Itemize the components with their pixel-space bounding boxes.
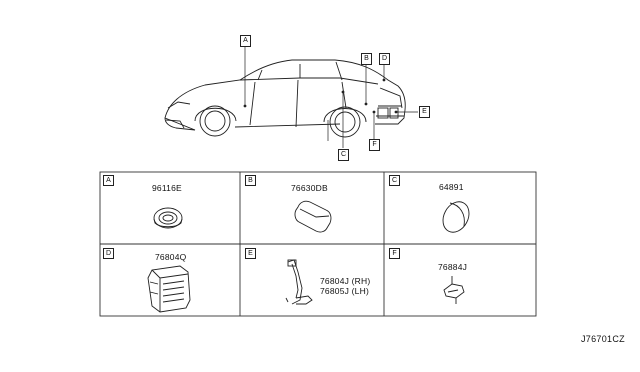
callout-f: F [369, 139, 380, 151]
part-number-76804J-rh: 76804J (RH) [320, 276, 371, 286]
callout-d: D [379, 53, 390, 65]
panel-a-letter: A [103, 175, 114, 186]
panel-f-letter: F [389, 248, 400, 259]
part-number-76804Q: 76804Q [155, 252, 187, 262]
harness-76804J-drawing [285, 259, 313, 305]
part-number-96116E: 96116E [152, 183, 182, 193]
panel-e-letter: E [245, 248, 256, 259]
leader-dots [243, 78, 398, 114]
vent-76804Q-drawing [147, 265, 191, 313]
callout-a: A [240, 35, 251, 47]
diagram-reference-code: J76701CZ [581, 334, 625, 344]
grommet-96116E-drawing [153, 207, 183, 229]
seal-76630DB-drawing [294, 200, 332, 233]
callout-c: C [338, 149, 349, 161]
callout-b: B [361, 53, 372, 65]
car-outline [164, 59, 406, 138]
part-number-76630DB: 76630DB [291, 183, 328, 193]
clip-76884J-drawing [443, 276, 465, 304]
callout-e: E [419, 106, 430, 118]
parts-grid [99, 171, 537, 317]
panel-c-letter: C [389, 175, 400, 186]
panel-b-letter: B [245, 175, 256, 186]
panel-d-letter: D [103, 248, 114, 259]
part-number-76884J: 76884J [438, 262, 468, 272]
plug-64891-drawing [442, 201, 470, 233]
part-number-64891: 64891 [439, 182, 464, 192]
part-number-76805J-lh: 76805J (LH) [320, 286, 369, 296]
leader-lines [244, 46, 418, 148]
